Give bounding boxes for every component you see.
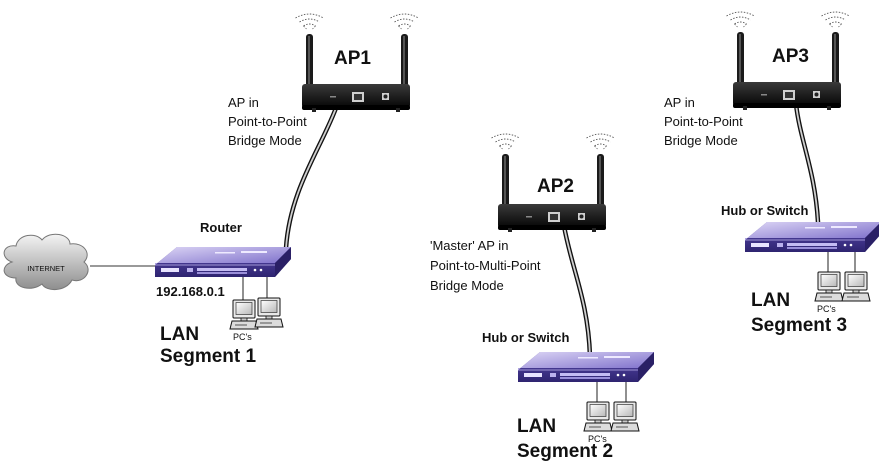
ap2-mode-line1: 'Master' AP in bbox=[430, 238, 508, 253]
hub-switch-3-icon bbox=[744, 221, 879, 253]
segment-2-line1: LAN bbox=[517, 416, 556, 437]
segment-2-line2: Segment 2 bbox=[517, 441, 613, 462]
hub2-pc-links bbox=[596, 382, 627, 402]
ap1-mode-line2: Point-to-Point bbox=[228, 114, 307, 129]
pcs-label-1: PC's bbox=[233, 332, 252, 342]
pc-icon bbox=[814, 271, 844, 302]
router-icon bbox=[154, 246, 292, 278]
hub-switch-3-label: Hub or Switch bbox=[721, 203, 808, 218]
pc-icon bbox=[841, 271, 871, 302]
router-ip: 192.168.0.1 bbox=[156, 284, 225, 299]
ap1-title: AP1 bbox=[334, 48, 371, 69]
ap2-mode-line2: Point-to-Multi-Point bbox=[430, 258, 541, 273]
segment-1-line1: LAN bbox=[160, 324, 199, 345]
hub3-pc-links bbox=[827, 252, 856, 272]
segment-1-line2: Segment 1 bbox=[160, 346, 257, 367]
ap1-mode-line1: AP in bbox=[228, 95, 259, 110]
internet-label: INTERNET bbox=[27, 264, 65, 273]
pcs-label-3: PC's bbox=[817, 304, 836, 314]
router-label: Router bbox=[200, 220, 242, 235]
segment-3-line1: LAN bbox=[751, 290, 790, 311]
hub-switch-2-label: Hub or Switch bbox=[482, 330, 569, 345]
ap1-mode-line3: Bridge Mode bbox=[228, 133, 302, 148]
ap2-title: AP2 bbox=[537, 176, 574, 197]
cable-ap3-hub3 bbox=[793, 101, 821, 225]
pcs-label-2: PC's bbox=[588, 434, 607, 444]
ap3-title: AP3 bbox=[772, 46, 809, 67]
hub-switch-2-icon bbox=[517, 351, 655, 383]
segment-3-line2: Segment 3 bbox=[751, 315, 847, 336]
internet-cloud-icon: INTERNET bbox=[3, 233, 89, 290]
pc-icon bbox=[583, 401, 613, 432]
router-pc-links bbox=[242, 277, 268, 300]
ap3-mode-line3: Bridge Mode bbox=[664, 133, 738, 148]
ap3-mode-line2: Point-to-Point bbox=[664, 114, 743, 129]
pc-icon bbox=[254, 297, 284, 328]
ap3-mode-line1: AP in bbox=[664, 95, 695, 110]
cable-router-ap1 bbox=[283, 105, 339, 251]
pc-icon bbox=[229, 299, 259, 330]
pc-icon bbox=[610, 401, 640, 432]
ap2-mode-line3: Bridge Mode bbox=[430, 278, 504, 293]
cable-ap2-hub2 bbox=[561, 223, 593, 359]
